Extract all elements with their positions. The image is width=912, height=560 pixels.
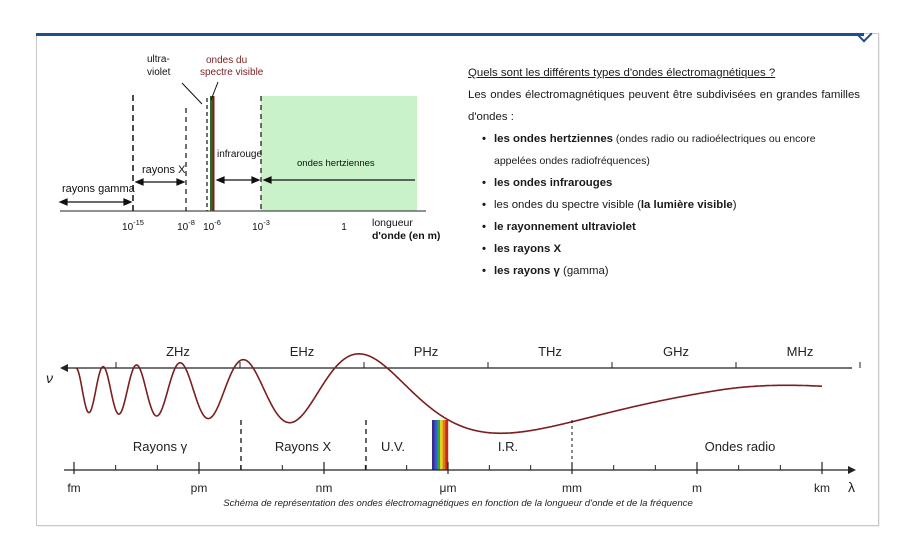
frequency-label: GHz — [663, 344, 689, 359]
uv-pointer — [181, 82, 203, 105]
wavelength-label: m — [692, 481, 702, 495]
nu-symbol: ν — [46, 370, 53, 386]
lambda-arrow-icon — [848, 466, 856, 474]
frequency-label: EHz — [290, 344, 315, 359]
region-label: Rayons X — [275, 439, 332, 454]
visible-spectrum-bar — [432, 420, 449, 470]
item-rest: ) — [732, 199, 737, 211]
item-bold: la lumière visible — [640, 199, 733, 211]
label-uv-1: ultra- — [147, 54, 170, 65]
spectrum-stripe — [442, 420, 446, 470]
label-hertz: ondes hertziennes — [297, 158, 375, 169]
region-labels: Rayons γ Rayons X U.V. I.R. Ondes radio — [133, 439, 776, 454]
label-vis-1: ondes du — [206, 55, 247, 66]
lambda-symbol: λ — [848, 479, 855, 495]
axis-label-1: longueur — [372, 217, 413, 229]
intro-text: Les ondes électromagnétiques peuvent êtr… — [468, 89, 860, 123]
hertz-arrow — [262, 176, 415, 184]
item-pre: les ondes du spectre visible ( — [494, 199, 641, 211]
region-label: Ondes radio — [705, 439, 776, 454]
wavelength-label: μm — [440, 481, 457, 495]
spectrum-stripe — [440, 420, 443, 470]
em-wave — [75, 353, 823, 435]
item-bold: les rayons X — [494, 243, 562, 255]
item-bold: le rayonnement ultraviolet — [494, 221, 636, 233]
wave-type-list: les ondes hertziennes (ondes radio ou ra… — [468, 128, 860, 282]
label-x: rayons X — [142, 164, 186, 176]
item-rest: (gamma) — [559, 265, 609, 277]
list-item-visible: les ondes du spectre visible (la lumière… — [482, 194, 860, 216]
list-item-uv: le rayonnement ultraviolet — [482, 216, 860, 238]
spectrum-stripe — [437, 420, 441, 470]
frequency-labels: ZHz EHz PHz THz GHz MHz — [166, 344, 813, 359]
wavelength-ticks — [73, 462, 823, 474]
item-bold: les ondes hertziennes — [494, 133, 614, 145]
wavelength-label: km — [814, 481, 830, 495]
gamma-arrow — [58, 198, 133, 206]
label-ir: infrarouge — [217, 149, 262, 160]
label-vis-2: spectre visible — [200, 67, 264, 78]
text-panel: Quels sont les différents types d'ondes … — [468, 62, 860, 282]
list-item-hertz: les ondes hertziennes (ondes radio ou ra… — [482, 128, 860, 172]
visible-band-red — [212, 96, 215, 211]
wavelength-label: nm — [316, 481, 333, 495]
x-arrow — [134, 178, 186, 186]
region-label: I.R. — [498, 439, 518, 454]
top-spectrum-diagram: rayons gamma rayons X infrarouge ondes h… — [58, 54, 440, 242]
question-heading: Quels sont les différents types d'ondes … — [468, 67, 776, 79]
list-item-x: les rayons X — [482, 238, 860, 260]
list-item-gamma: les rayons γ (gamma) — [482, 260, 860, 282]
frequency-label: MHz — [787, 344, 814, 359]
visible-pointer — [210, 81, 219, 101]
hertz-region-box — [261, 96, 417, 211]
frequency-label: PHz — [414, 344, 439, 359]
list-item-ir: les ondes infrarouges — [482, 172, 860, 194]
wavelength-label: pm — [191, 481, 208, 495]
label-uv-2: violet — [147, 67, 171, 78]
spectrum-stripe — [434, 420, 438, 470]
top-tick-label: 1 — [341, 222, 347, 233]
item-rest: (ondes radio ou radioélectriques ou enco… — [494, 133, 816, 167]
frequency-ticks — [115, 362, 861, 368]
top-accent-bar — [36, 33, 864, 36]
region-label: U.V. — [381, 439, 405, 454]
visible-band — [210, 96, 213, 211]
frequency-label: ZHz — [166, 344, 190, 359]
item-bold: les rayons γ — [494, 265, 560, 277]
wavelength-label: fm — [67, 481, 80, 495]
axis-label-2: d'onde (en m) — [372, 230, 440, 242]
ir-arrow — [215, 176, 261, 184]
spectrum-stripe — [445, 420, 449, 470]
spectrum-stripe — [432, 420, 435, 470]
caption: Schéma de représentation des ondes élect… — [223, 498, 693, 509]
region-label: Rayons γ — [133, 439, 188, 454]
wavelength-label: mm — [562, 481, 582, 495]
frequency-label: THz — [538, 344, 562, 359]
nu-arrow-icon — [60, 364, 68, 372]
item-bold: les ondes infrarouges — [494, 177, 613, 189]
label-gamma: rayons gamma — [62, 183, 136, 195]
